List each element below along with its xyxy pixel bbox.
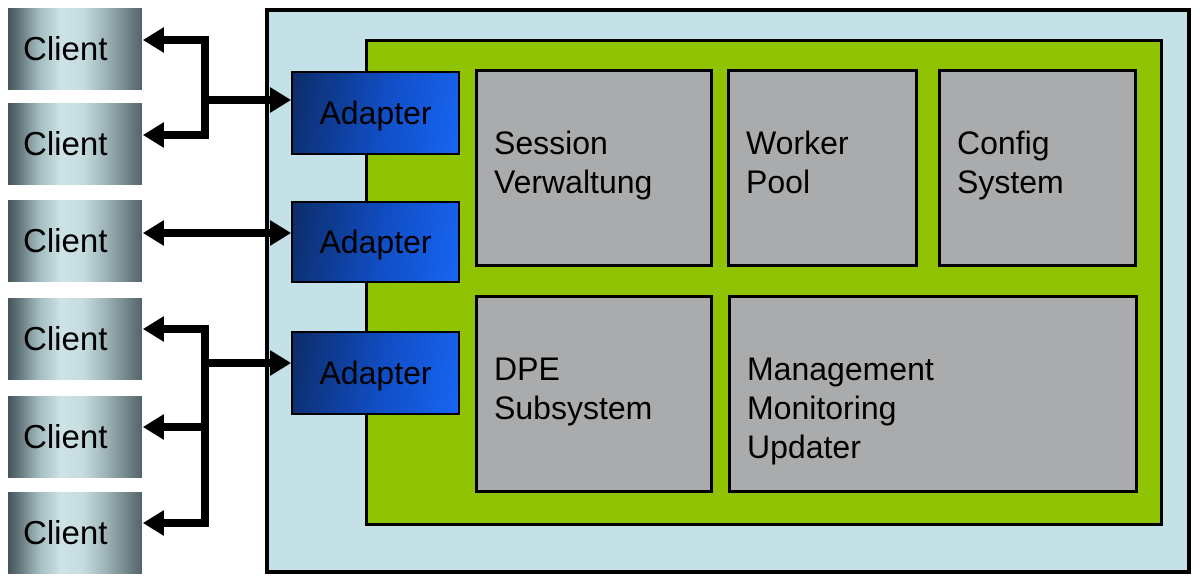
arrowhead-to-client2-icon: [143, 122, 164, 148]
client-6-label: Client: [23, 514, 108, 551]
module-dpe-subsystem-label: DPE Subsystem: [494, 351, 653, 427]
arrowhead-to-client3-icon: [143, 220, 164, 246]
client-box-2: Client: [8, 103, 142, 185]
client-2-label: Client: [23, 125, 108, 162]
adapter-2-label: Adapter: [319, 223, 432, 260]
adapter-box-3: Adapter: [291, 331, 460, 415]
client-4-label: Client: [23, 320, 108, 357]
arrowhead-to-adapter3-icon: [270, 350, 291, 376]
client-box-6: Client: [8, 492, 142, 574]
arrow-trunk-group1: [201, 36, 209, 139]
adapter-box-1: Adapter: [291, 71, 460, 155]
module-session-verwaltung: Session Verwaltung: [475, 69, 713, 267]
arrow-bar-to-adapter1: [205, 96, 273, 104]
arrow-bar-client1: [160, 36, 209, 44]
arrowhead-to-client4-icon: [143, 316, 164, 342]
arrow-bar-client6: [160, 519, 209, 527]
client-box-5: Client: [8, 396, 142, 478]
arrow-bar-client3-adapter2: [160, 229, 272, 237]
client-box-1: Client: [8, 8, 142, 90]
arrow-bar-to-adapter3: [205, 359, 273, 367]
arrow-bar-client2: [160, 131, 209, 139]
module-config-system: Config System: [938, 69, 1137, 267]
arrowhead-to-client6-icon: [143, 510, 164, 536]
adapter-box-2: Adapter: [291, 201, 460, 283]
module-config-system-label: Config System: [957, 125, 1064, 201]
module-management-monitoring-updater-label: Management Monitoring Updater: [747, 351, 934, 466]
client-3-label: Client: [23, 222, 108, 259]
client-box-4: Client: [8, 298, 142, 380]
arrowhead-to-client1-icon: [143, 27, 164, 53]
client-5-label: Client: [23, 418, 108, 455]
adapter-1-label: Adapter: [319, 94, 432, 131]
module-management-monitoring-updater: Management Monitoring Updater: [728, 295, 1138, 493]
module-dpe-subsystem: DPE Subsystem: [475, 295, 713, 493]
arrowhead-to-adapter1-icon: [270, 87, 291, 113]
module-worker-pool: Worker Pool: [727, 69, 918, 267]
client-1-label: Client: [23, 30, 108, 67]
client-box-3: Client: [8, 200, 142, 282]
adapter-3-label: Adapter: [319, 354, 432, 391]
module-worker-pool-label: Worker Pool: [746, 125, 849, 201]
arrow-bar-client5: [160, 423, 209, 431]
arrow-bar-client4: [160, 325, 209, 333]
arrowhead-to-adapter2-icon: [270, 220, 291, 246]
arrowhead-to-client5-icon: [143, 414, 164, 440]
module-session-verwaltung-label: Session Verwaltung: [494, 125, 653, 201]
